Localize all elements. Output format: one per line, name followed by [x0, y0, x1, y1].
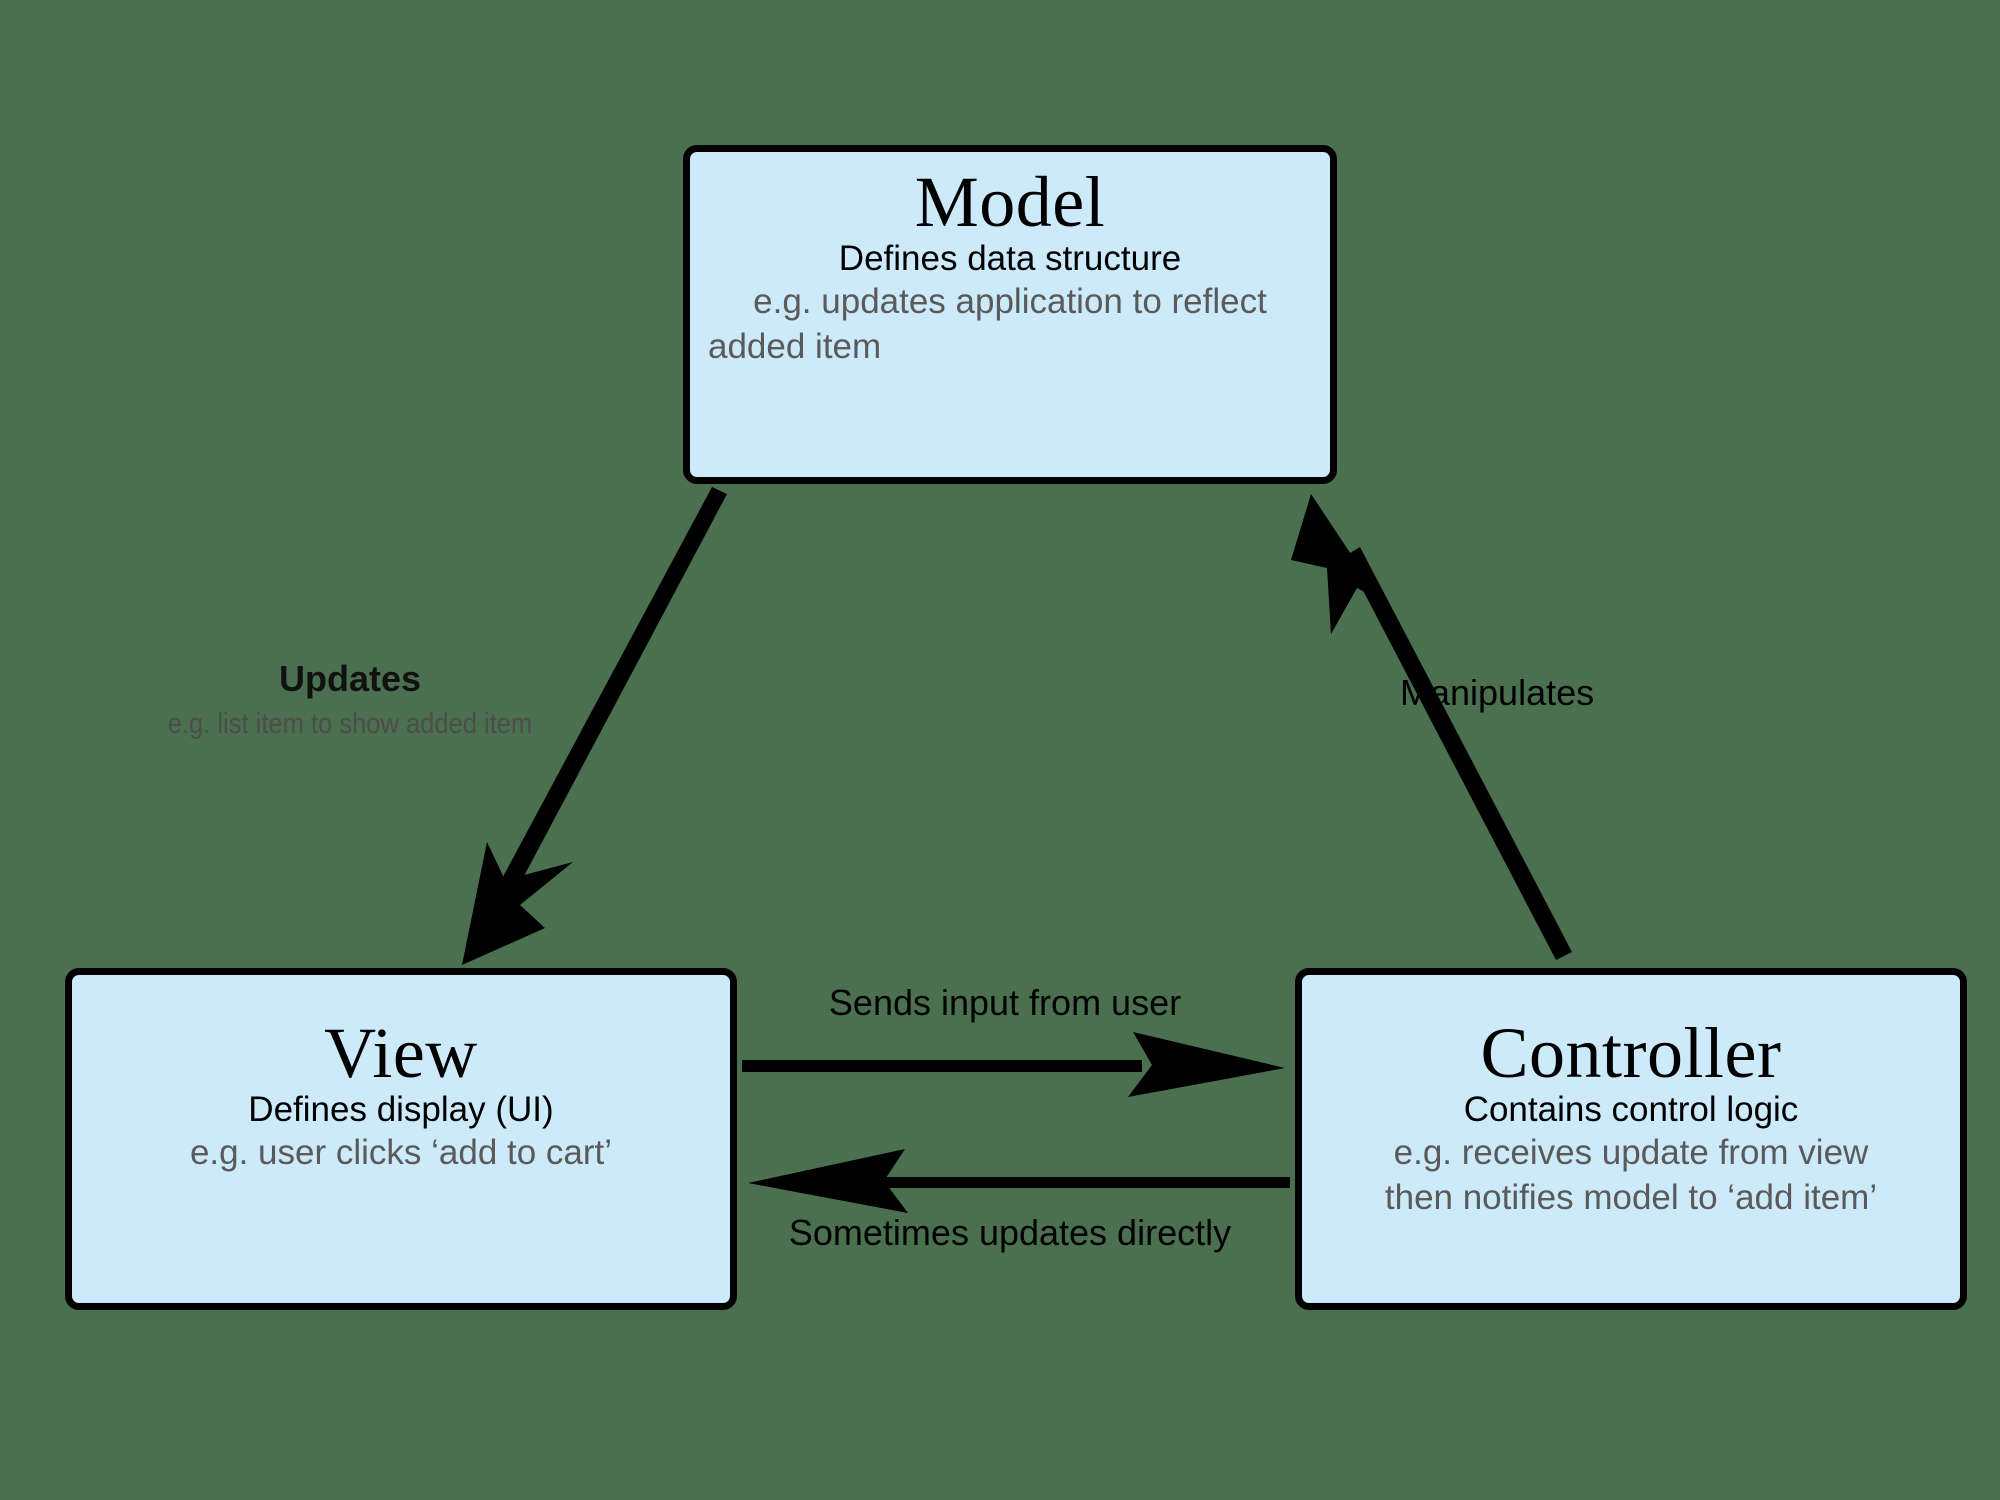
edge-label-model-to-view: Updates e.g. list item to show added ite…	[110, 658, 590, 741]
edge-label-controller-to-view: Sometimes updates directly	[788, 1212, 1232, 1253]
node-controller[interactable]: Controller Contains control logic e.g. r…	[1295, 968, 1967, 1310]
node-model-example-line-1: e.g. updates application to reflect	[753, 282, 1267, 322]
node-model-subtitle: Defines data structure	[838, 239, 1182, 279]
node-view-example: e.g. user clicks ‘add to cart’	[189, 1133, 613, 1173]
edge-label-updates-text: Updates	[278, 658, 422, 699]
node-controller-title: Controller	[1480, 1013, 1782, 1093]
arrow-view-to-controller	[742, 1032, 1285, 1097]
arrow-model-to-view	[462, 487, 727, 965]
arrow-controller-to-model	[1291, 494, 1572, 960]
node-view[interactable]: View Defines display (UI) e.g. user clic…	[65, 968, 737, 1310]
edge-label-updates-example: e.g. list item to show added item	[167, 708, 533, 740]
node-controller-example-line-1: e.g. receives update from view	[1393, 1133, 1869, 1173]
node-view-title: View	[324, 1013, 478, 1093]
node-controller-example-line-2: then notifies model to ‘add item’	[1384, 1177, 1878, 1217]
node-controller-example: e.g. receives update from view then noti…	[1385, 1131, 1877, 1221]
node-model[interactable]: Model Defines data structure e.g. update…	[683, 145, 1337, 484]
node-model-example-line-2: added item	[708, 326, 882, 366]
node-view-subtitle: Defines display (UI)	[248, 1090, 554, 1130]
node-model-example: e.g. updates application to reflect adde…	[690, 280, 1330, 370]
edge-label-controller-to-model: Manipulates	[1400, 672, 1595, 713]
arrow-controller-to-view	[748, 1149, 1290, 1213]
node-model-title: Model	[914, 162, 1106, 242]
node-controller-subtitle: Contains control logic	[1463, 1090, 1799, 1130]
edge-label-view-to-controller: Sends input from user	[828, 982, 1182, 1023]
